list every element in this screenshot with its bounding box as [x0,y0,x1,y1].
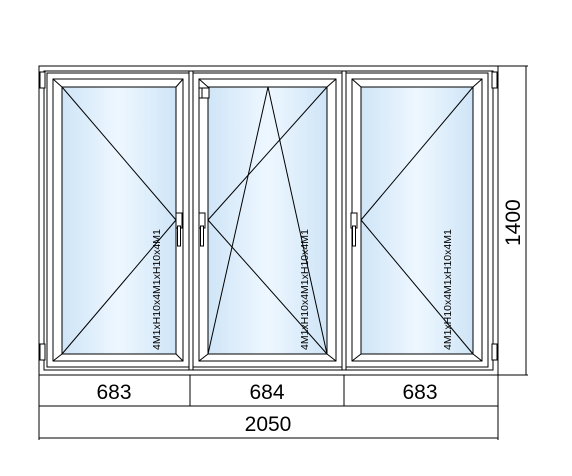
sash-width-middle: 684 [249,381,284,404]
opening-line [360,86,474,221]
sash-width-left: 683 [96,381,131,404]
glass-spec-label: 4M1xH10x4M1xH10x4M1 [299,229,311,350]
tilt-line [267,86,328,355]
sash-right: 4M1xH10x4M1xH10x4M1 [345,71,498,368]
mullion [188,70,194,371]
sash-left: 4M1xH10x4M1xH10x4M1 [39,71,190,368]
hinge-icon [491,71,498,89]
handle-icon[interactable] [198,212,206,247]
glass-pane-right [360,86,474,355]
opening-line [61,86,177,221]
hinge-icon [39,71,46,89]
hinge-icon [39,343,46,361]
sash-middle: 4M1xH10x4M1xH10x4M1 [192,72,343,368]
glass-spec-label: 4M1xH10x4M1xH10x4M1 [151,229,163,350]
tilt-hinge-icon [198,87,210,99]
opening-line [61,219,177,355]
opening-line [207,86,328,221]
overall-height-dimension: 1400 [498,65,528,376]
handle-icon[interactable] [350,212,358,247]
hinge-icon [491,343,498,361]
opening-line [360,219,474,355]
overall-height-value: 1400 [502,199,525,246]
handle-icon[interactable] [175,212,183,247]
glass-pane-left [61,86,177,355]
sash-width-right: 683 [402,381,437,404]
opening-line [207,219,328,355]
mullion [341,70,347,371]
overall-width-value: 2050 [245,413,292,436]
tilt-line [207,86,269,355]
sash-width-dimensions: 683 684 683 [38,375,499,440]
overall-width-dimension: 2050 [39,413,498,439]
glass-spec-label: 4M1xH10x4M1xH10x4M1 [442,229,454,350]
glass-pane-middle [207,86,328,355]
